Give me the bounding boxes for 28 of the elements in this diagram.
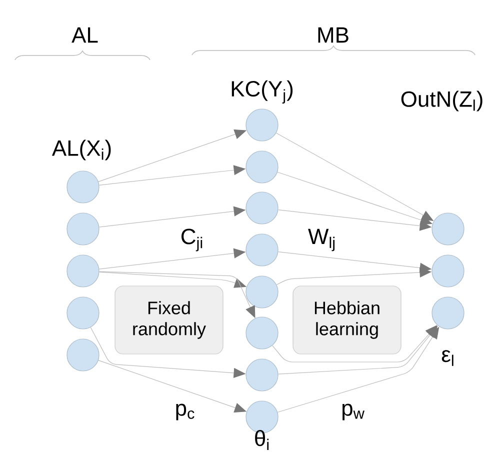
label: C$_{ji}$ [182, 228, 202, 252]
neuron-circle [246, 358, 278, 392]
label: KC(Y$_{j}$) [232, 80, 293, 104]
label: p$_{w}$ [342, 404, 364, 420]
neuron-circle [246, 150, 278, 184]
neuron-circle [246, 234, 278, 266]
process-box: Fixed randomly [114, 286, 224, 354]
label: MB [318, 27, 348, 43]
neuron-circle [432, 254, 464, 288]
neuron-circle [432, 212, 464, 246]
label: θ$_{i}$ [255, 430, 269, 450]
neuron-circle [246, 108, 278, 142]
neuron-circle [66, 170, 100, 204]
label: AL(X$_{i}$) [52, 140, 111, 160]
label: AL [72, 27, 98, 43]
neuron-circle [66, 212, 100, 246]
label: W$_{lj}$ [308, 228, 335, 252]
label: ε$_{l}$ [442, 350, 454, 366]
process-box: Hebbian learning [292, 286, 402, 354]
label: OutN(Z$_{l}$) [401, 90, 482, 112]
label: p$_{c}$ [176, 404, 194, 420]
neuron-circle [66, 254, 100, 288]
neuron-circle [66, 296, 100, 330]
neuron-circle [246, 192, 278, 224]
neuron-circle [246, 316, 278, 350]
neuron-circle [432, 296, 464, 330]
neuron-circle [66, 338, 100, 372]
neuron-circle [246, 276, 278, 308]
